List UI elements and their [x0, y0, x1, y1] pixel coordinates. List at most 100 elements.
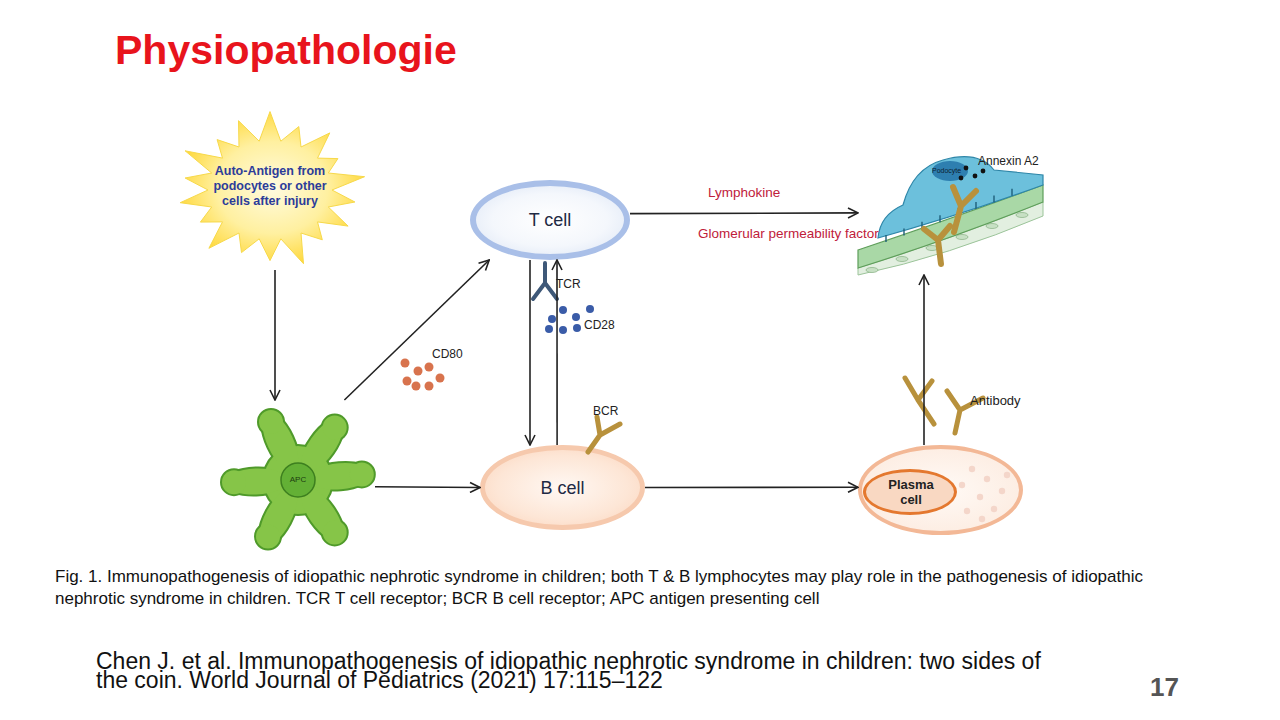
- annexin-dot: [964, 166, 969, 171]
- foot-process: [993, 195, 994, 202]
- b-cell: B cell: [480, 445, 645, 530]
- antibody-label: Antibody: [970, 393, 1021, 409]
- arrow-connector: [274, 270, 276, 400]
- endothelial-cell: [866, 268, 878, 273]
- antibody-symbol: [924, 187, 976, 264]
- apc-arm: [307, 461, 373, 492]
- cd28-molecules: [573, 324, 581, 332]
- cd28-molecules: [572, 313, 580, 321]
- autoantigen-text: Auto-Antigen from podocytes or other cel…: [204, 164, 336, 209]
- apc-arm-tip: [259, 410, 283, 434]
- cell-name: B cell: [540, 478, 584, 498]
- endothelial-cell: [956, 235, 968, 240]
- endothelial-cell: [896, 257, 908, 262]
- granule: [979, 516, 985, 522]
- slide-title: Physiopathologie: [115, 26, 457, 74]
- antibody-symbol: [924, 226, 950, 264]
- t-cell: T cell: [470, 180, 630, 260]
- receptor-label: TCR: [556, 277, 581, 291]
- starburst-shape: [180, 112, 364, 264]
- edge-label: Lymphokine: [708, 185, 780, 201]
- apc-arm-tip: [256, 525, 280, 549]
- cd80-molecules: [401, 359, 410, 368]
- annexin-dot: [981, 169, 986, 174]
- cell-name: APC: [281, 475, 315, 485]
- cell-name: T cell: [529, 210, 572, 230]
- annexin-dot: [959, 176, 964, 181]
- apc-fill: [222, 407, 374, 551]
- arrow-connector: [923, 275, 925, 445]
- reference-note: Chen J. et al. Immunopathogenesis of idi…: [96, 652, 1046, 690]
- cd80-molecules: [414, 367, 423, 376]
- cd28-molecules: [559, 326, 567, 334]
- granule: [977, 494, 983, 500]
- foot-process: [939, 215, 940, 222]
- apc-arm-tip: [323, 416, 347, 440]
- cd28-molecules: [545, 325, 553, 333]
- apc-outline: [222, 407, 374, 551]
- endothelial-cell: [1016, 213, 1028, 218]
- podocyte-cell: [878, 157, 1043, 238]
- foot-process: [885, 235, 886, 242]
- apc-arm-tip: [350, 462, 374, 486]
- annexin-dot: [973, 174, 978, 179]
- podocyte-label: Podocyte: [932, 167, 961, 175]
- podocyte-illustration: Podocyte Annexin A2: [858, 140, 1043, 275]
- arrow-connector: [630, 212, 858, 214]
- apc-cell: APC: [205, 400, 375, 555]
- figure-caption: Fig. 1. Immunopathogenesis of idiopathic…: [55, 566, 1150, 610]
- cd28-molecules: [548, 315, 556, 323]
- foot-process: [975, 202, 976, 209]
- granule: [959, 482, 965, 488]
- cd80-molecules: [436, 374, 445, 383]
- antibody-symbol: [905, 378, 934, 424]
- page-number: 17: [1150, 672, 1179, 702]
- podocyte-nucleus: [932, 161, 968, 181]
- apc-arm-tip: [222, 470, 246, 494]
- cd28-molecules: [586, 305, 594, 313]
- antibody-symbol: [953, 187, 976, 232]
- molecule-label: CD80: [432, 347, 463, 361]
- tcr-receptor: [533, 263, 557, 299]
- cd80-molecules: [425, 382, 434, 391]
- granule: [964, 508, 970, 514]
- molecule-label: CD28: [584, 318, 615, 332]
- apc-arm-tip: [222, 470, 246, 494]
- granule: [1004, 472, 1010, 478]
- arrow-connector: [375, 486, 480, 488]
- plasma-cell: Plasma cell: [858, 445, 1023, 535]
- apc-arm-tip: [323, 416, 347, 440]
- cd80-molecules: [403, 377, 412, 386]
- foot-process: [1011, 189, 1012, 196]
- granule: [969, 466, 975, 472]
- cd80-molecules: [412, 382, 421, 391]
- apc-arm-tip: [323, 520, 347, 544]
- apc-arm-tip: [256, 525, 280, 549]
- arrow-connector: [645, 486, 858, 488]
- apc-arm-tip: [259, 410, 283, 434]
- receptor-label: BCR: [593, 404, 618, 418]
- cd80-molecules: [401, 359, 445, 391]
- factor-label: Glomerular permeability factor: [698, 226, 879, 242]
- foot-process: [903, 228, 904, 235]
- annexin-label: Annexin A2: [978, 154, 1039, 168]
- cd80-molecules: [425, 363, 434, 372]
- bcr-receptor: [588, 417, 620, 452]
- granule: [984, 476, 990, 482]
- apc-arm-tip: [350, 462, 374, 486]
- endothelial-cell: [986, 224, 998, 229]
- apc-nucleus: [281, 463, 315, 497]
- autoantigen-burst: Auto-Antigen from podocytes or other cel…: [170, 110, 370, 270]
- bcr-receptor: [588, 417, 620, 452]
- arrow-connector: [529, 260, 531, 445]
- tcr-receptor: [533, 263, 557, 299]
- cd28-molecules: [559, 306, 567, 314]
- arrow-connector: [344, 260, 489, 400]
- apc-arm-tip: [323, 520, 347, 544]
- granule: [999, 488, 1005, 494]
- cell-name: Plasma cell: [883, 477, 939, 507]
- granule: [991, 506, 997, 512]
